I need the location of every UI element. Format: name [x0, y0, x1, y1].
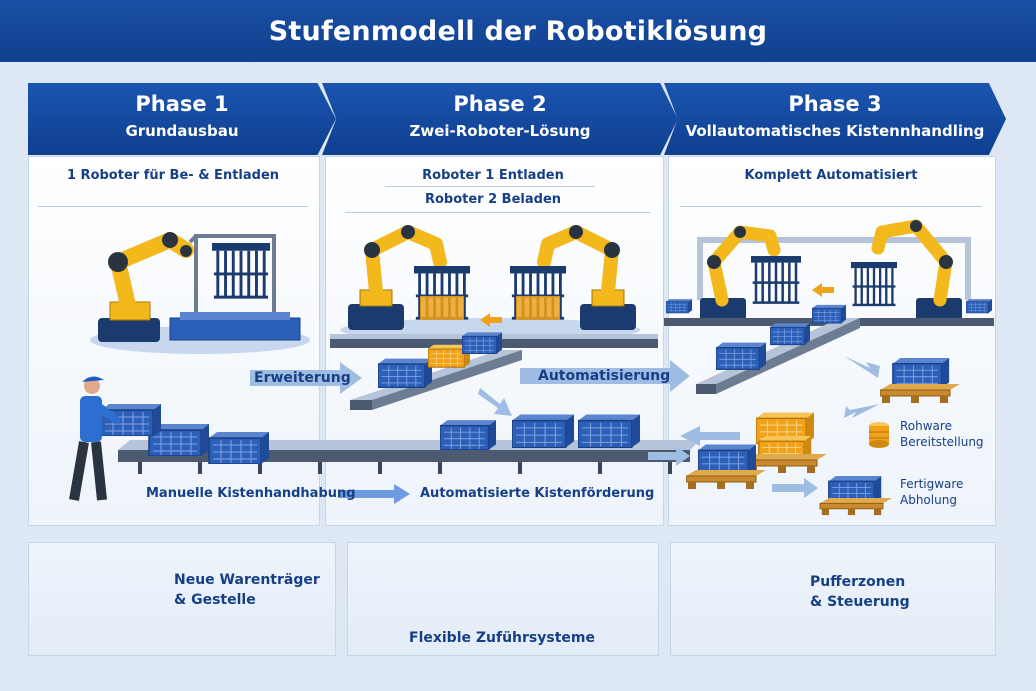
feed-systems-label: Flexible Zuführsysteme: [409, 630, 595, 646]
phase-2-robot-1-arm-icon: [348, 225, 447, 330]
buffer-line-2: & Steuerung: [810, 594, 910, 610]
phase-3-stack-pallet-icon: [880, 384, 960, 404]
phase-3-panel-header: Komplett Automatisiert: [744, 168, 918, 183]
conveyor-transfer-arrow-icon: [648, 446, 690, 466]
phase-3-pallet-icon-2: [686, 470, 766, 490]
phase-3-arrow-right-icon-1: [844, 356, 880, 378]
phase-1-title: Phase 1: [135, 92, 229, 116]
phase-2-crate-icon-3: [462, 332, 502, 354]
automation-label: Automatisierung: [538, 368, 671, 384]
phase-1-crate-icon-2: [208, 432, 270, 464]
phase-3-arrow-left-icon: [812, 283, 834, 297]
phase-1-subtitle: Grundausbau: [125, 122, 239, 140]
phase-3-header: Phase 3 Vollautomatisches Kistennhandlin…: [664, 83, 1006, 155]
raw-material-line-2: Bereitstellung: [900, 435, 984, 449]
phase-3-crate-icon-2: [770, 322, 810, 346]
phase-3-frame: [697, 237, 971, 300]
buffer-line-1: Pufferzonen: [810, 574, 906, 590]
manual-to-automated-arrow-icon: [338, 484, 410, 504]
finished-goods-line-2: Abholung: [900, 493, 957, 507]
phase-3-gripper-icon-1: [750, 256, 802, 304]
phase-1-header: Phase 1 Grundausbau: [28, 83, 336, 155]
phase-2-down-arrow-icon: [478, 388, 512, 416]
arrow-left-icon: [480, 313, 502, 327]
carriers-line-2: & Gestelle: [174, 592, 256, 608]
phase-3-arrow-left-icon-2: [844, 404, 880, 418]
finished-goods-label: Fertigware Abholung: [900, 476, 963, 508]
phase-2-divider-2: [345, 212, 650, 213]
phase-2-crate-icon-1: [378, 358, 432, 388]
phase-3-title: Phase 3: [788, 92, 882, 116]
phase-1-rack-icon: [169, 234, 301, 341]
phase-3-arrow-right-icon-2: [772, 478, 818, 498]
automation-arrow-icon: [520, 360, 690, 392]
phase-2-crate-icon-4: [440, 420, 496, 450]
phase-2-gripper-load-1: [420, 296, 464, 320]
expansion-arrow-icon: [250, 362, 362, 394]
phase-3-subtitle: Vollautomatisches Kistennhandling: [685, 122, 985, 140]
raw-material-label: Rohware Bereitstellung: [900, 418, 984, 450]
automated-conveying-label: Automatisierte Kistenförderung: [420, 486, 655, 501]
phase-3-crate-icon-3: [812, 304, 846, 324]
phase-3-pallet-icon-3: [819, 498, 893, 516]
raw-material-line-1: Rohware: [900, 419, 952, 433]
phase-3-stack-crate-icon-1: [892, 358, 950, 388]
phase-1-divider: [38, 206, 308, 207]
phase-3-divider: [680, 206, 982, 207]
phase-2-divider-1: [385, 186, 595, 187]
phase-2-header: Phase 2 Zwei-Roboter-Lösung: [322, 83, 678, 155]
finished-goods-line-1: Fertigware: [900, 477, 964, 491]
phase-3-side-crate-icon-2: [966, 298, 992, 314]
bottom-box-carriers: [28, 542, 336, 656]
phase-1-panel-header: 1 Roboter für Be- & Entladen: [66, 168, 280, 183]
bottom-box-buffer: [670, 542, 996, 656]
phase-2-crate-icon-6: [578, 414, 640, 448]
phase-2-panel-header-line-2: Roboter 2 Beladen: [424, 192, 562, 207]
phase-3-side-crate-icon-1: [666, 298, 692, 314]
phase-2-crate-icon-5: [512, 414, 574, 448]
phase-2-panel-header-line-1: Roboter 1 Entladen: [422, 168, 564, 183]
carriers-line-1: Neue Warenträger: [174, 572, 320, 588]
expansion-label: Erweiterung: [254, 370, 351, 386]
bottom-box-feed-systems: [347, 542, 659, 656]
phase-2-title: Phase 2: [453, 92, 547, 116]
phase-3-robot-2-arm-icon: [871, 219, 962, 320]
barrel-icon: [869, 422, 889, 448]
phase-3-robot-1-arm-icon: [700, 225, 781, 320]
manual-handling-label: Manuelle Kistenhandhabung: [146, 486, 356, 501]
phase-3-arrow-left-icon-3: [680, 426, 740, 446]
phase-2-gripper-load-2: [516, 296, 560, 320]
worker-icon: [69, 376, 120, 501]
phase-2-robot-2-arm-icon: [537, 225, 636, 330]
phase-2-subtitle: Zwei-Roboter-Lösung: [409, 122, 591, 140]
carriers-label: Neue Warenträger & Gestelle: [174, 570, 320, 610]
page-title: Stufenmodell der Robotiklösung: [0, 0, 1036, 62]
phase-1-robot-arm-icon: [98, 232, 194, 342]
phase-3-crate-icon-1: [716, 342, 766, 370]
buffer-label: Pufferzonen & Steuerung: [810, 572, 910, 612]
phase-3-gripper-icon-2: [849, 262, 899, 307]
